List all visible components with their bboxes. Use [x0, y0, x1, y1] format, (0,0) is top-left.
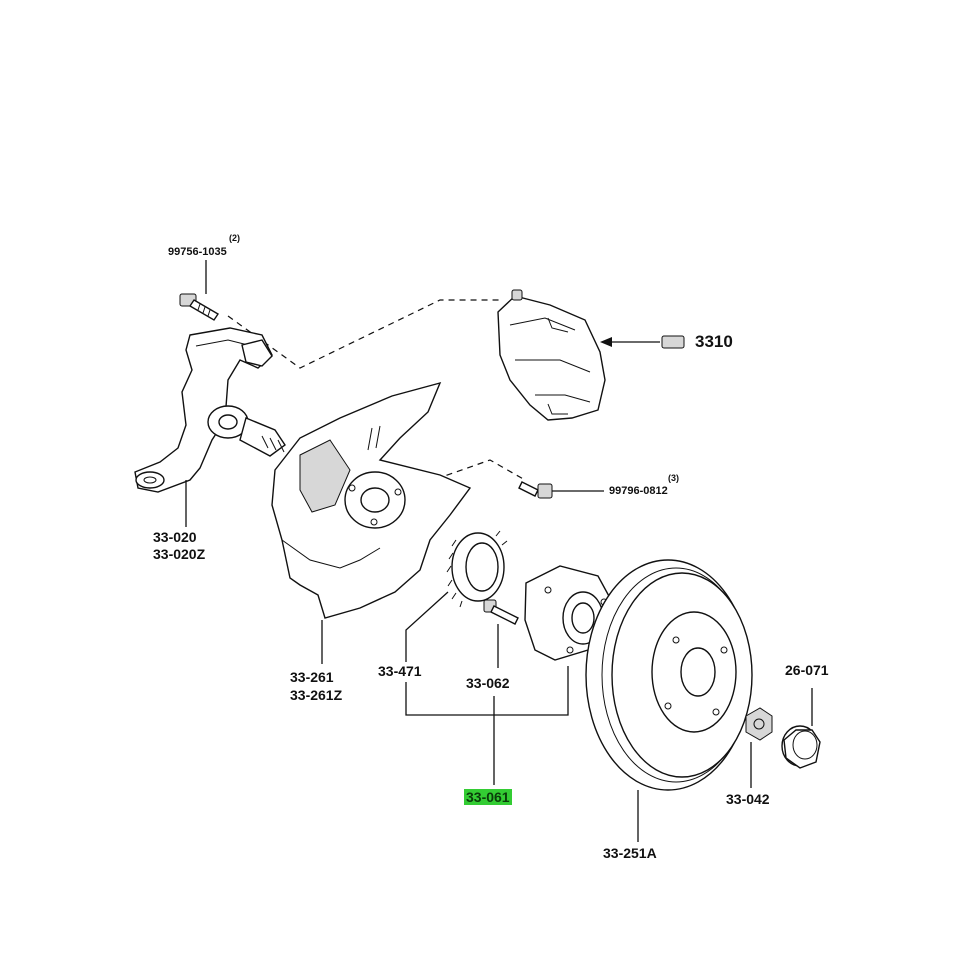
brake-disc[interactable]: [585, 559, 753, 791]
shield-bolt-qty: (3): [668, 473, 679, 483]
hub-assembly-bracket-line: [405, 666, 569, 716]
caliper-part-number[interactable]: 3310: [695, 332, 733, 351]
abs-tone-ring[interactable]: [446, 530, 508, 608]
abs-ring-leader-line: [405, 591, 449, 662]
steering-knuckle[interactable]: [134, 327, 286, 493]
hub-cap[interactable]: [781, 725, 821, 769]
hub-nut[interactable]: [745, 707, 773, 741]
shield-bolt[interactable]: [518, 481, 553, 499]
knuckle-part-number-alt[interactable]: 33-020Z: [153, 546, 206, 562]
caliper-reference-arrow: [600, 335, 685, 349]
brake-caliper[interactable]: [497, 289, 606, 421]
dust-shield-part-number[interactable]: 33-261: [290, 669, 334, 685]
hub-cap-part-number[interactable]: 26-071: [785, 662, 829, 678]
knuckle-part-number[interactable]: 33-020: [153, 529, 197, 545]
brake-disc-part-number[interactable]: 33-251A: [603, 845, 657, 861]
hub-nut-part-number[interactable]: 33-042: [726, 791, 770, 807]
hub-bolt[interactable]: [483, 599, 519, 625]
dust-shield-part-number-alt[interactable]: 33-261Z: [290, 687, 343, 703]
shield-bolt-reference-dashed-line: [404, 459, 526, 491]
shield-bolt-part-number[interactable]: 99796-0812: [609, 485, 668, 497]
knuckle-bolt[interactable]: [179, 293, 219, 321]
knuckle-bolt-qty: (2): [229, 233, 240, 243]
hub-bolt-part-number[interactable]: 33-062: [466, 675, 510, 691]
hub-assembly-part-number[interactable]: 33-061: [464, 789, 512, 805]
abs-ring-part-number[interactable]: 33-471: [378, 663, 422, 679]
knuckle-bolt-part-number[interactable]: 99756-1035: [168, 246, 227, 258]
dust-shield[interactable]: [271, 381, 472, 619]
